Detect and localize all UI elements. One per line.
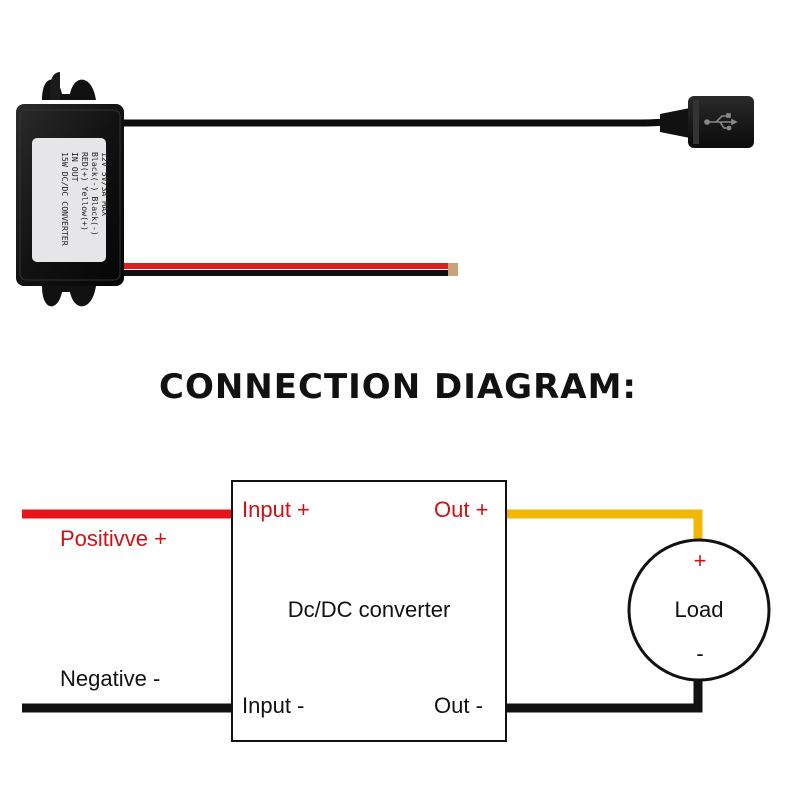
label-line-1: 15W DC/DC CONVERTER bbox=[60, 152, 70, 246]
connection-diagram: Input + Out + Dc/DC converter Input - Ou… bbox=[22, 480, 771, 742]
converter-module: 15W DC/DC CONVERTER IN OUT RED(+) Yellow… bbox=[16, 72, 754, 307]
converter-box bbox=[231, 480, 507, 742]
out-minus-label: Out - bbox=[434, 693, 483, 718]
input-wire-pair bbox=[100, 263, 458, 276]
label-line-4: Black(-) Black(-) bbox=[90, 152, 100, 236]
load-minus-label: - bbox=[696, 641, 703, 666]
diagram-title: CONNECTION DIAGRAM: bbox=[159, 367, 637, 407]
input-plus-label: Input + bbox=[242, 497, 310, 522]
negative-wire-label: Negative - bbox=[60, 666, 160, 691]
input-minus-label: Input - bbox=[242, 693, 304, 718]
usb-symbol-icon bbox=[704, 113, 738, 131]
label-line-3: RED(+) Yellow(+) bbox=[80, 152, 90, 231]
label-line-2: IN OUT bbox=[70, 152, 80, 182]
converter-box-label: Dc/DC converter bbox=[288, 597, 451, 622]
converter-label-text: 15W DC/DC CONVERTER IN OUT RED(+) Yellow… bbox=[60, 152, 110, 246]
load-circle bbox=[627, 538, 771, 682]
load-plus-label: + bbox=[694, 548, 707, 573]
converter-label-plate bbox=[32, 138, 106, 262]
usb-cable bbox=[120, 117, 680, 127]
negative-output-wire bbox=[506, 672, 703, 713]
usb-connector bbox=[660, 96, 754, 148]
label-line-5: 12V 5V/3A MAX bbox=[100, 152, 110, 216]
positive-wire-label: Positivve + bbox=[60, 526, 167, 551]
out-plus-label: Out + bbox=[434, 497, 488, 522]
load-label: Load bbox=[675, 597, 724, 622]
positive-output-wire bbox=[506, 509, 703, 548]
